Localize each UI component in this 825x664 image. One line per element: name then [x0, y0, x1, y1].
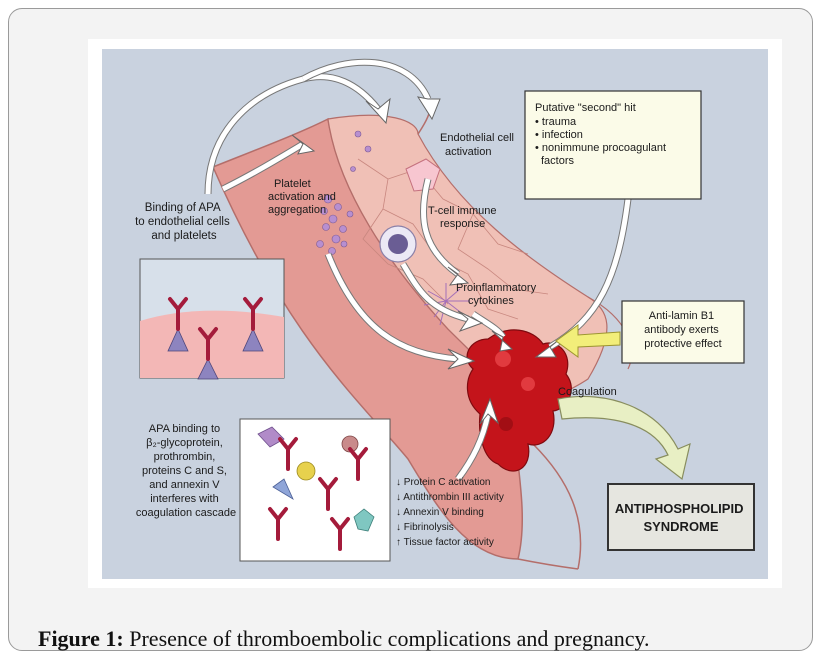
molecule-inset	[240, 419, 390, 561]
caption-text: Presence of thromboembolic complications…	[124, 626, 650, 651]
svg-text:↓ Fibrinolysis: ↓ Fibrinolysis	[396, 522, 454, 533]
svg-text:↓ Annexin V binding: ↓ Annexin V binding	[396, 507, 484, 518]
figure-caption: Figure 1: Presence of thromboembolic com…	[38, 626, 650, 652]
figure-image: Endothelial cell activation Platelet act…	[88, 39, 782, 588]
svg-text:↓ Antithrombin III activity: ↓ Antithrombin III activity	[396, 492, 504, 503]
syndrome-box	[608, 484, 754, 550]
caption-label: Figure 1:	[38, 626, 124, 651]
anti-lamin-text: Anti-lamin B1 antibody exerts protective…	[644, 310, 722, 350]
receptor-inset	[140, 259, 284, 379]
t-cell	[380, 226, 416, 262]
label-coagulation: Coagulation	[558, 386, 617, 398]
svg-text:↑ Tissue factor activity: ↑ Tissue factor activity	[396, 537, 494, 548]
figure-frame: Endothelial cell activation Platelet act…	[8, 8, 813, 651]
label-apa-binding: APA binding to β₂-glycoprotein, prothrom…	[136, 423, 236, 519]
apa-diagram: Endothelial cell activation Platelet act…	[88, 39, 782, 588]
svg-text:↓ Protein C activation: ↓ Protein C activation	[396, 477, 491, 488]
